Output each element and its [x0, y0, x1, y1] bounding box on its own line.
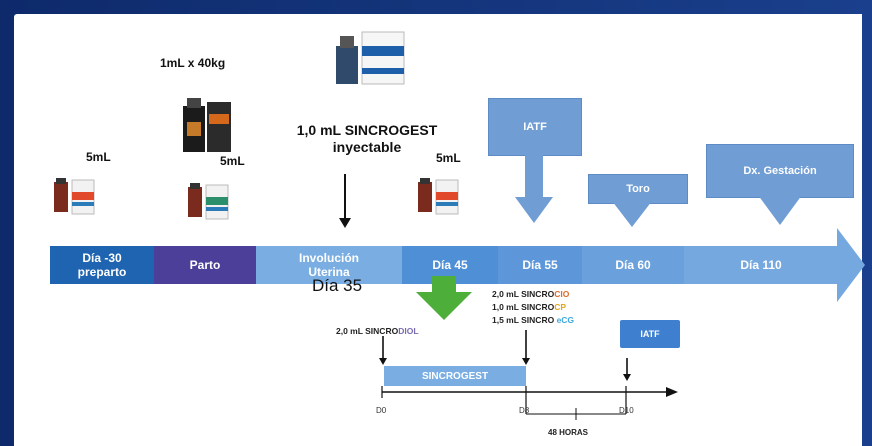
segment-label: Parto [189, 258, 221, 272]
segment-label: Día 45 [432, 258, 468, 272]
duration-label: 48 HORAS [548, 428, 589, 437]
product-bottle-icon [52, 174, 96, 216]
callout-toro-arrow-icon [612, 201, 652, 227]
d8-doses-block: 2,0 mL SINCROCIO 1,0 mL SINCROCP 1,5 mL … [492, 288, 574, 327]
product-bottle-icon [416, 174, 460, 216]
dose-suffix: DIOL [398, 326, 419, 336]
callout-gestacion-arrow-icon [758, 195, 802, 225]
callout-iatf-label: IATF [523, 121, 547, 133]
protocol-iatf-label: IATF [640, 329, 660, 339]
sincrogest-injection-line2: inyectable [332, 139, 402, 155]
d0-dose-label: 2,0 mL SINCRODIOL [336, 326, 419, 336]
dose-suffix: eCG [556, 315, 575, 325]
timeline-segment-dia110: Día 110 [684, 246, 838, 284]
d8-arrow-icon [522, 330, 530, 365]
green-down-arrow-icon [416, 276, 472, 320]
day35-label: Día 35 [312, 276, 363, 295]
sincrogest-injection-line1: 1,0 mL SINCROGEST [296, 122, 438, 138]
timeline-segment-dia55: Día 55 [498, 246, 583, 284]
sincrogest-device-bar: SINCROGEST [384, 366, 526, 386]
diagram-canvas: 5mL 1mL x 40kg 5mL 5mL 1,0 mL SINCROGEST… [14, 14, 865, 446]
segment-label: Día 60 [615, 258, 651, 272]
callout-toro-label: Toro [626, 183, 650, 195]
segment-label: Día -30 [82, 251, 122, 265]
timeline-segment-dia60: Día 60 [582, 246, 685, 284]
d8-dose-ecg: 1,5 mL SINCRO eCG [492, 314, 574, 327]
dose-prefix: 2,0 mL SINCRO [336, 326, 399, 336]
tick-d8: D8 [519, 406, 530, 415]
segment-label: preparto [77, 265, 127, 279]
segment-label: Día 110 [740, 258, 782, 272]
d8-dose-cio: 2,0 mL SINCROCIO [492, 288, 574, 301]
product-bottle-icon [332, 28, 408, 88]
segment-label: Involución [299, 251, 359, 265]
dose-label-parto-right: 5mL [220, 154, 245, 168]
device-label: SINCROGEST [421, 370, 489, 382]
timeline-arrowhead-icon [837, 228, 865, 302]
dose-label-preparto: 5mL [86, 150, 111, 164]
callout-iatf: IATF [488, 98, 582, 156]
callout-gestacion: Dx. Gestación [706, 144, 854, 198]
down-arrow-icon [339, 174, 351, 228]
segment-label: Día 55 [522, 258, 558, 272]
segment-label: Uterina [308, 265, 350, 279]
tick-d0: D0 [376, 406, 387, 415]
dose-label-dia45: 5mL [436, 151, 461, 165]
callout-toro: Toro [588, 174, 688, 204]
dose-prefix: 1,0 mL SINCRO [492, 302, 555, 312]
tick-d10: D10 [619, 406, 634, 415]
protocol-axis [381, 386, 678, 420]
timeline-segment-parto: Parto [154, 246, 257, 284]
dose-prefix: 1,5 mL SINCRO [492, 315, 557, 325]
dose-suffix: CIO [554, 289, 570, 299]
dose-label-parto-top: 1mL x 40kg [160, 56, 226, 70]
dose-suffix: CP [554, 302, 567, 312]
callout-iatf-arrow-icon [515, 153, 553, 223]
d0-arrow-icon [379, 336, 387, 365]
product-bottle-icon [179, 92, 233, 156]
callout-gestacion-label: Dx. Gestación [743, 165, 817, 177]
dose-prefix: 2,0 mL SINCRO [492, 289, 555, 299]
d8-dose-cp: 1,0 mL SINCROCP [492, 301, 574, 314]
sincrogest-injection-label: 1,0 mL SINCROGEST inyectable [282, 122, 452, 156]
protocol-iatf-box: IATF [620, 320, 680, 348]
d10-arrow-icon [623, 358, 631, 381]
product-bottle-icon [186, 179, 230, 221]
